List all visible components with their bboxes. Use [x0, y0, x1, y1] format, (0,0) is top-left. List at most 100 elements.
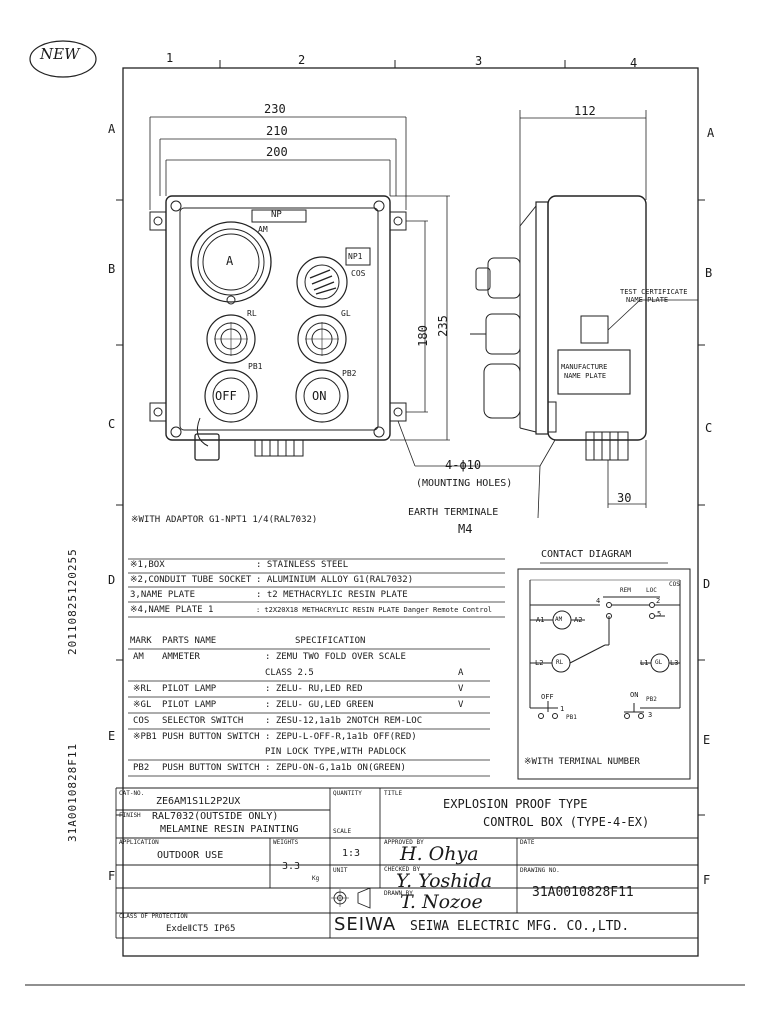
drawing-no-label: DRAWING NO. — [520, 867, 560, 874]
contact-diagram-title: CONTACT DIAGRAM — [541, 549, 632, 560]
title-line-1: EXPLOSION PROOF TYPE — [443, 797, 588, 811]
title-block-lines — [115, 787, 698, 939]
row-label-d-right: D — [703, 577, 711, 591]
part-mark: ※PB1 — [133, 732, 157, 742]
front-view — [149, 195, 407, 461]
contact-a1: A1 — [536, 616, 545, 624]
label-np: NP — [271, 210, 282, 220]
contact-terminal-3: 3 — [648, 711, 653, 719]
title-line-2: CONTROL BOX (TYPE-4-EX) — [483, 815, 650, 829]
test-certificate-label-2: NAME PLATE — [626, 296, 669, 304]
weight-unit: Kg — [312, 875, 320, 882]
dim-210: 210 — [266, 124, 288, 138]
application-value: OUTDOOR USE — [157, 850, 224, 861]
parts-header-name: PARTS NAME — [162, 636, 217, 646]
company-name: SEIWA ELECTRIC MFG. CO.,LTD. — [410, 919, 630, 934]
side-code-bottom: 31A0010828F11 — [66, 742, 79, 842]
date-label: DATE — [520, 839, 535, 846]
part-name: SELECTOR SWITCH — [162, 716, 244, 726]
side-dimensions — [519, 110, 698, 508]
row-label-b-right: B — [705, 266, 713, 280]
contact-off: OFF — [541, 693, 554, 701]
pb1-off: OFF — [215, 389, 237, 403]
part-mark: ※GL — [133, 700, 152, 710]
drawn-label: DRAWN BY — [384, 890, 413, 897]
drawn-signature: T. Nozoe — [400, 891, 483, 913]
label-np1: NP1 — [348, 252, 363, 261]
manufacture-label: MANUFACTURE — [561, 363, 608, 371]
parts-header-mark: MARK — [130, 636, 152, 646]
material-table-lines — [128, 558, 505, 618]
material-value: : STAINLESS STEEL — [256, 560, 349, 570]
dim-235: 235 — [435, 315, 450, 337]
contact-pb1: PB1 — [566, 714, 577, 721]
label-cos: COS — [351, 269, 366, 278]
contact-am: AM — [555, 616, 563, 623]
mounting-holes-note: (MOUNTING HOLES) — [416, 478, 513, 489]
drawing-no-value: 31A0010828F11 — [532, 885, 634, 900]
label-gl: GL — [341, 309, 351, 318]
earth-terminal-size: M4 — [458, 522, 473, 536]
contact-on: ON — [630, 691, 639, 699]
part-spec: CLASS 2.5 — [265, 668, 314, 678]
part-name: PILOT LAMP — [162, 700, 217, 710]
row-label-e-right: E — [703, 733, 711, 747]
col-label-4: 4 — [630, 56, 638, 70]
title-label: TITLE — [384, 790, 403, 797]
part-spec: : ZELU- GU,LED GREEN — [265, 700, 374, 710]
cat-no-label: CAT-NO. — [119, 790, 145, 797]
material-key: 3,NAME PLATE — [130, 590, 196, 600]
material-value: : t2 METHACRYLIC RESIN PLATE — [256, 590, 408, 600]
finish-line-2: MELAMINE RESIN PAINTING — [160, 824, 299, 835]
contact-l3: L3 — [670, 659, 679, 667]
front-dimensions — [149, 116, 556, 519]
cat-no-value: ZE6AM1S1L2P2UX — [156, 796, 241, 807]
contact-terminal-5: 5 — [657, 610, 662, 618]
row-label-f-right: F — [703, 873, 711, 887]
new-stamp-outline — [29, 40, 97, 78]
parts-header-spec: SPECIFICATION — [295, 636, 366, 646]
test-certificate-label: TEST CERTIFICATE — [620, 288, 688, 296]
row-label-a-right: A — [707, 126, 715, 140]
part-spec: : ZEMU TWO FOLD OVER SCALE — [265, 652, 406, 662]
row-label-c-right: C — [705, 421, 713, 435]
application-label: APPLICATION — [119, 839, 159, 846]
weight-value: 3.3 — [282, 861, 301, 872]
contact-pb2: PB2 — [646, 696, 657, 703]
label-am: AM — [258, 225, 268, 234]
dim-200: 200 — [266, 145, 288, 159]
part-mark: ※RL — [133, 684, 152, 694]
dim-180: 180 — [415, 325, 430, 347]
pb2-on: ON — [312, 389, 327, 403]
row-label-a-left: A — [108, 122, 116, 136]
part-spec: PIN LOCK TYPE,WITH PADLOCK — [265, 747, 406, 757]
unit-label: UNIT — [333, 867, 348, 874]
contact-rl: RL — [556, 659, 564, 666]
contact-l1: L1 — [640, 659, 649, 667]
adaptor-note: ※WITH ADAPTOR G1-NPT1 1/4(RAL7032) — [131, 515, 318, 525]
row-label-b-left: B — [108, 262, 116, 276]
part-extra: A — [458, 668, 464, 678]
scale-value: 1:3 — [342, 848, 361, 859]
part-spec: : ZESU-12,1a1b 2NOTCH REM-LOC — [265, 716, 423, 726]
earth-terminal-label: EARTH TERMINALE — [408, 507, 499, 518]
dim-30: 30 — [617, 491, 632, 505]
part-mark: AM — [133, 652, 144, 662]
approved-signature: H. Ohya — [400, 843, 479, 865]
material-key: ※2,CONDUIT TUBE SOCKET — [130, 575, 252, 585]
col-label-2: 2 — [298, 53, 306, 67]
seiwa-logo: SEIWA — [334, 914, 397, 935]
part-mark: COS — [133, 716, 150, 726]
finish-line-1: RAL7032(OUTSIDE ONLY) — [152, 811, 279, 822]
finish-label: FINISH — [119, 812, 141, 819]
part-extra: V — [458, 700, 464, 710]
row-label-e-left: E — [108, 729, 116, 743]
part-spec: : ZEPU-L-OFF-R,1a1b OFF(RED) — [265, 732, 417, 742]
manufacture-label-2: NAME PLATE — [564, 372, 607, 380]
weight-label: WEIGHTS — [273, 839, 299, 846]
part-name: PUSH BUTTON SWITCH — [162, 763, 260, 773]
class-label: CLASS OF PROTECTION — [119, 913, 188, 920]
row-label-f-left: F — [108, 869, 116, 883]
scale-label: SCALE — [333, 828, 352, 835]
